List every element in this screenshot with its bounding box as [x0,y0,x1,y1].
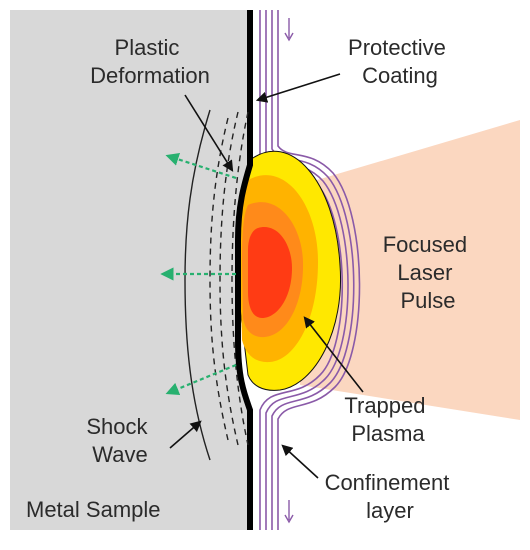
metal-sample-region [10,10,248,530]
plasma-core [248,227,292,318]
protective-coating-label-line: Protective [348,35,446,60]
plastic-deformation-label-line: Deformation [90,63,210,88]
plastic-deformation-lines [209,111,249,446]
focused-laser-pulse-label-line: Laser [397,260,452,285]
shock-wave-label-line: Wave [92,442,147,467]
confinement-layer-label-line: layer [366,498,414,523]
plastic-deformation-label-line: Plastic [115,35,180,60]
trapped-plasma-label-line: Plasma [351,421,425,446]
metal-sample-label: Metal Sample [26,497,161,522]
focused-laser-pulse-label-line: Pulse [400,288,455,313]
down-arrow-icon [284,18,294,524]
dashed-arrow-icon [160,152,237,396]
protective-coating-label: Protective Coating [348,35,452,88]
trapped-plasma-label-line: Trapped [344,393,425,418]
shock-wave-label: Shock Wave [86,414,153,467]
laser-beam [300,120,520,420]
leader-arrows [169,73,364,479]
plastic-deformation-label: Plastic Deformation [90,35,210,88]
confinement-layer-label-line: Confinement [325,470,450,495]
protective-coating [235,10,253,530]
focused-laser-pulse-label-line: Focused [383,232,467,257]
shock-wave-label-line: Shock [86,414,148,439]
protective-coating-label-line: Coating [362,63,438,88]
focused-laser-pulse-label: Focused Laser Pulse [383,232,474,313]
confinement-layer-label: Confinement layer [325,470,456,523]
trapped-plasma-label: Trapped Plasma [344,393,431,446]
shock-wave-line [184,109,211,461]
